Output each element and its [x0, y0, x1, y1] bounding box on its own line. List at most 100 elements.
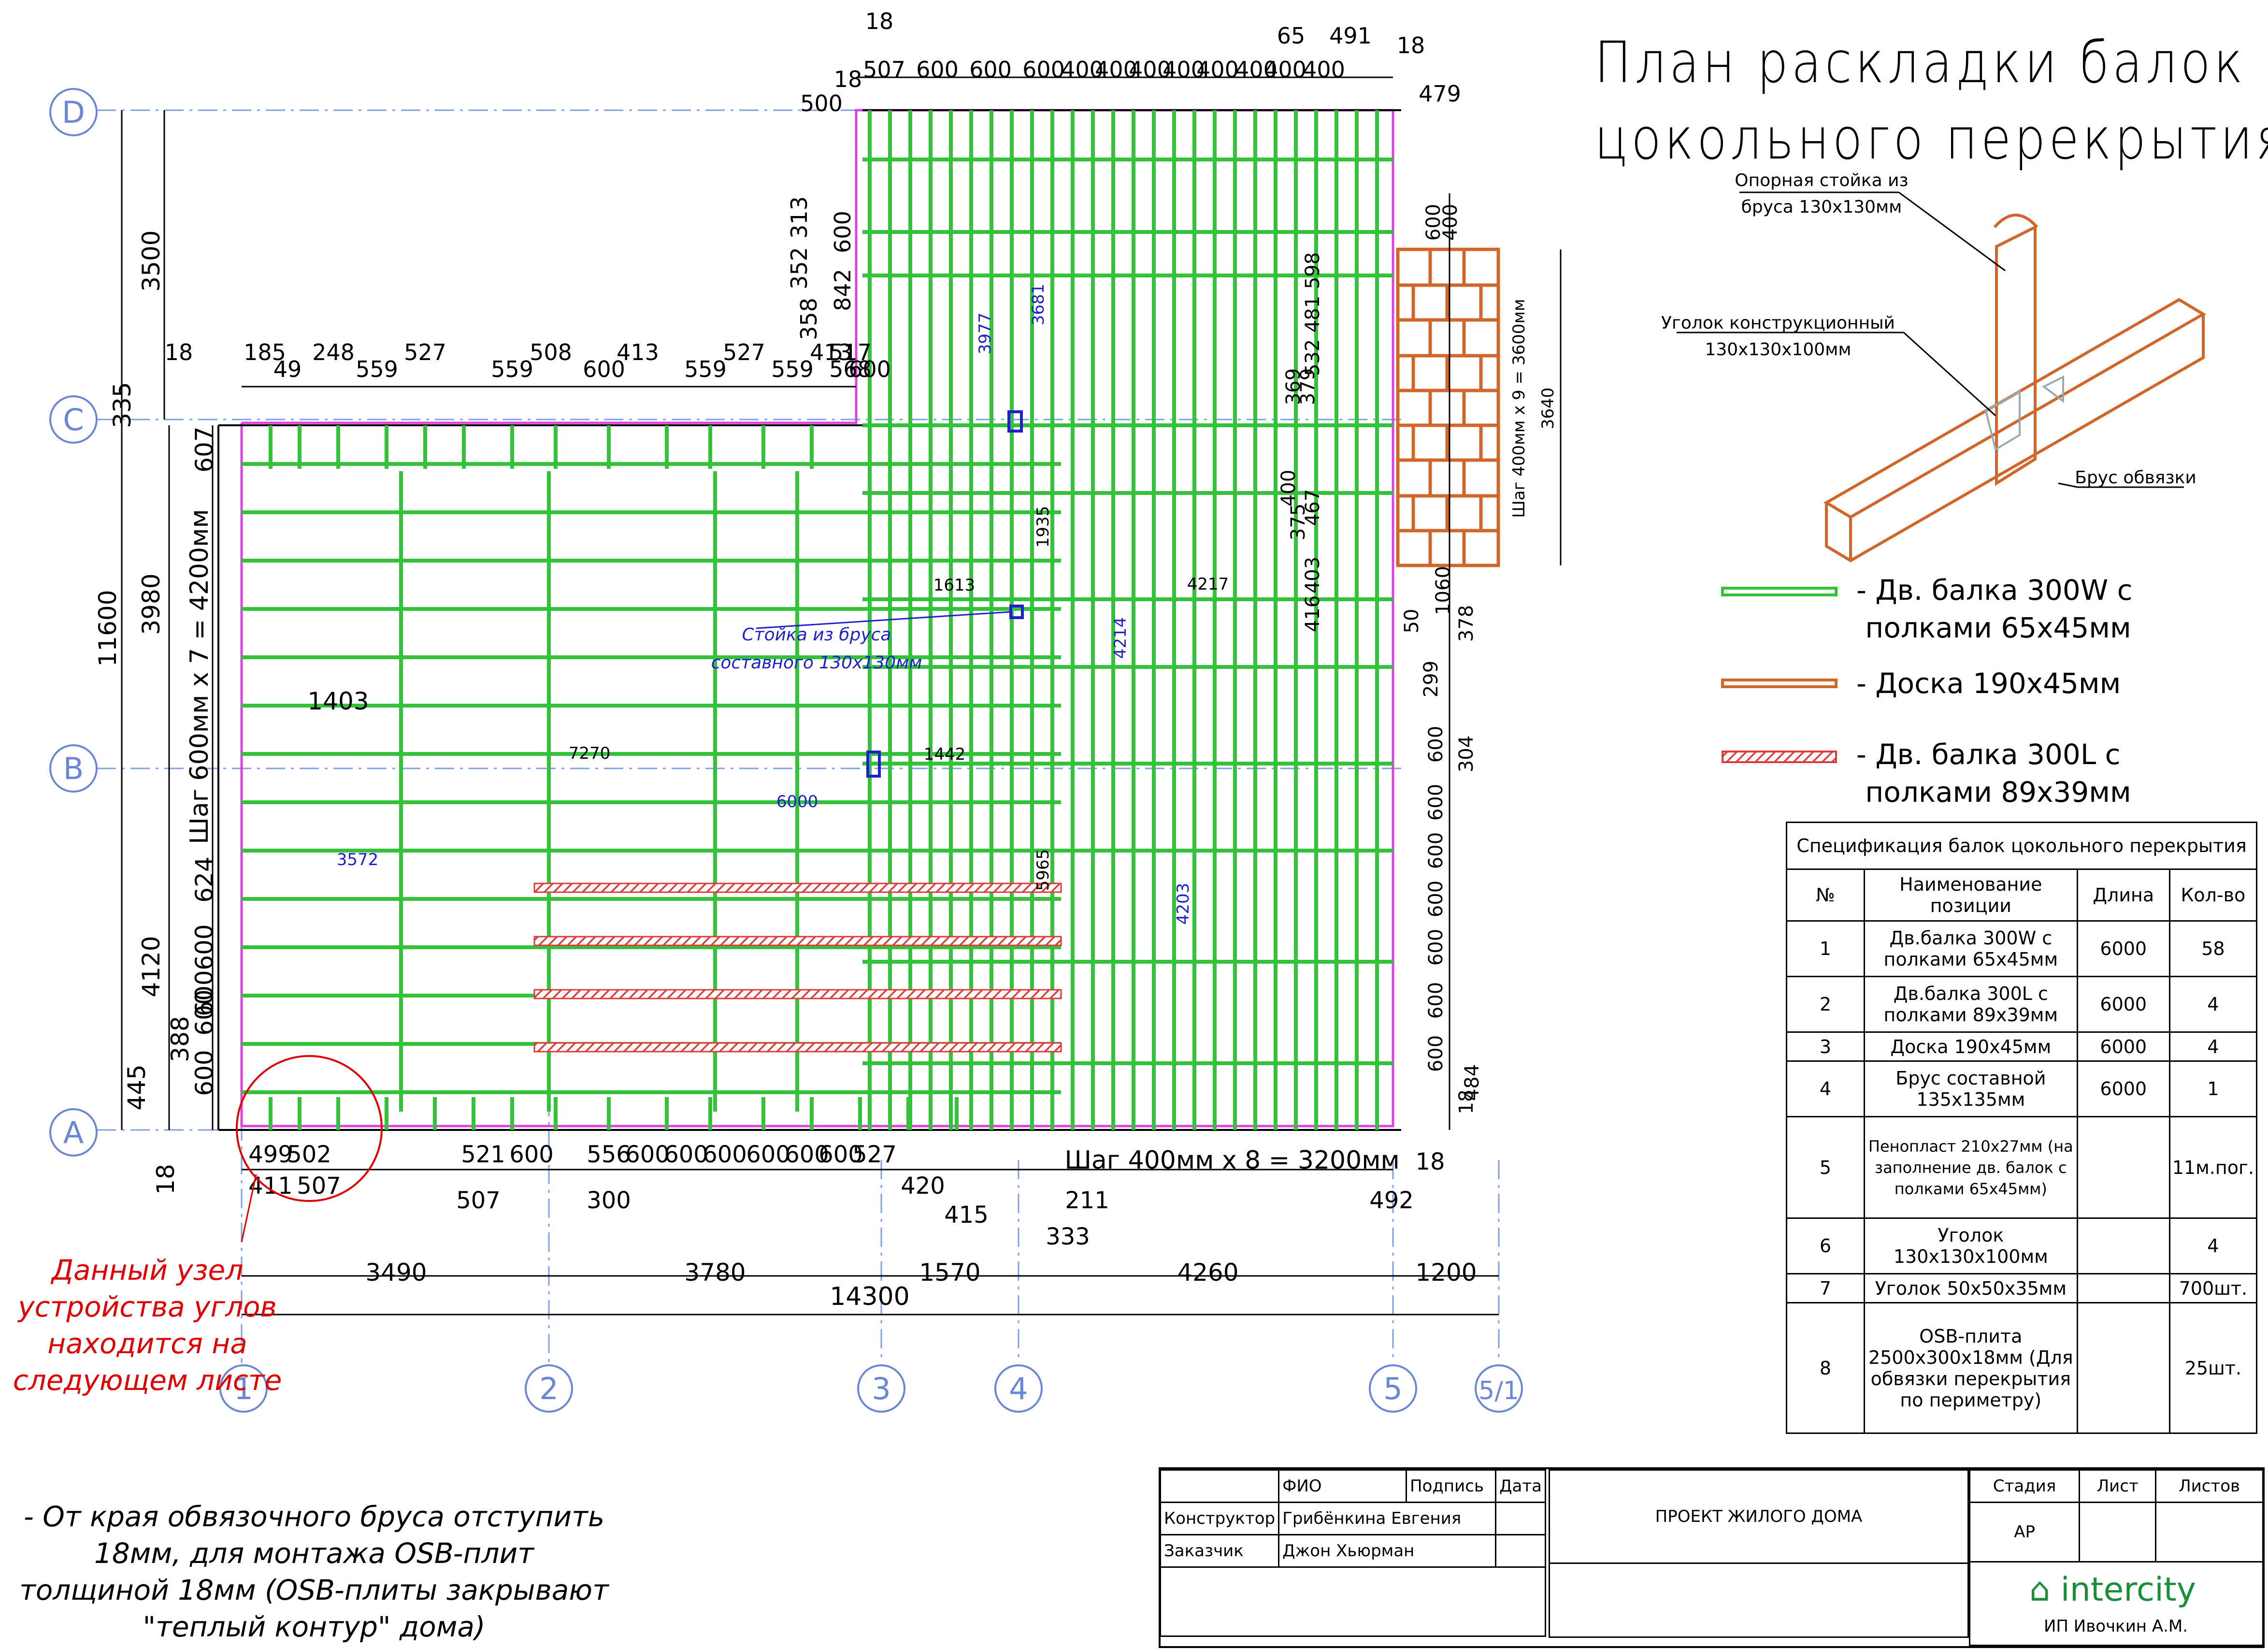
axis-bubbles	[49, 88, 1523, 1413]
legend-board-label: - Доска 190х45мм	[1856, 667, 2121, 700]
dim-top-upper-label: 600	[1022, 57, 1065, 83]
spec-header-name: Наименование позиции	[1863, 868, 2078, 922]
legend-heavy: - Дв. балка 300L с полками 89х39мм	[1856, 736, 2131, 811]
dim-top-label: 49	[273, 356, 302, 382]
stamp-project-name: ПРОЕКТ ЖИЛОГО ДОМА	[1549, 1469, 1969, 1564]
axis-label-a: A	[63, 1115, 84, 1150]
spec-cell: Дв.балка 300L с полками 89х39мм	[1863, 976, 2078, 1033]
dim-right-label: 600	[1425, 832, 1447, 869]
node-corner-line2: 130х130х100мм	[1705, 340, 1851, 360]
dim-bottom-label: 211	[1065, 1187, 1109, 1214]
dim-axis-label: 4260	[1177, 1258, 1238, 1287]
dim-left-label: 3980	[137, 573, 165, 635]
osb-note: - От края обвязочного бруса отступить 18…	[19, 1500, 609, 1643]
dim-top-label: 18	[165, 339, 193, 365]
dim-upper-left-label: 313	[786, 196, 812, 239]
dim-bottom-label: 502	[287, 1141, 331, 1168]
dim-right-label: 467	[1302, 489, 1324, 526]
dim-right-label: 600	[1425, 1035, 1447, 1072]
dim-inner-label: 6000	[776, 792, 818, 811]
node-corner-line1: Уголок конструкционный	[1661, 313, 1895, 333]
dim-left-label: 4120	[137, 936, 165, 997]
dim-bottom-label: 507	[297, 1172, 341, 1200]
dim-bottom-label: 18	[1415, 1148, 1445, 1175]
dim-top-label: 248	[312, 339, 355, 365]
stamp-project: ПРОЕКТ ЖИЛОГО ДОМА	[1549, 1469, 1969, 1638]
dim-left-label: 607	[190, 426, 218, 472]
spec-cell: 6000	[2076, 920, 2170, 977]
dim-inner-label: 3572	[337, 850, 379, 869]
dim-right-label: 369	[1282, 368, 1305, 405]
dim-top-label: 568	[829, 356, 872, 382]
spec-cell: OSB-плита 2500х300х18мм (Для обвязки пер…	[1863, 1302, 2078, 1434]
legend-swatch-board	[1721, 679, 1837, 688]
axis-label-1: 1	[234, 1371, 253, 1406]
dim-top-label: 508	[530, 339, 572, 365]
dim-bottom-label: 527	[852, 1141, 897, 1168]
axis-bubble-3	[857, 1364, 905, 1413]
legend-heavy-line1: - Дв. балка 300L с	[1856, 738, 2121, 771]
beams-300l	[533, 882, 1062, 1053]
brick-height-label: 3640	[1538, 388, 1558, 430]
dim-inner-label: 1442	[924, 745, 966, 764]
dim-top-upper-label: 507	[863, 57, 905, 83]
dim-top-upper-label: 500	[800, 90, 843, 116]
dim-top-label: 185	[244, 339, 286, 365]
axis-label-51: 5/1	[1479, 1376, 1519, 1405]
dim-right-label: 375	[1287, 504, 1309, 540]
spec-cell	[2076, 1116, 2170, 1219]
axis-bubble-1	[219, 1364, 268, 1413]
dim-left-small-label: 600	[190, 924, 218, 970]
spec-cell: 1	[2168, 1060, 2258, 1117]
dim-right-label: 484	[1461, 1064, 1483, 1101]
dim-bottom-label: 600	[818, 1141, 863, 1168]
dim-top-upper-label: 400	[1196, 57, 1239, 83]
spec-cell: 25шт.	[2168, 1302, 2258, 1434]
spec-cell: 6000	[2076, 976, 2170, 1033]
dim-bottom-label: 600	[703, 1141, 747, 1168]
post-label-line2: составного 130х130мм	[711, 653, 922, 673]
dim-top-upper-label: 600	[916, 57, 959, 83]
stamp-sheet	[2079, 1502, 2157, 1562]
dim-left-label: 388	[166, 1016, 194, 1062]
stamp-name1: Грибёнкина Евгения	[1278, 1502, 1496, 1535]
dim-top-upper-label: 18	[834, 66, 862, 92]
brick-pitch-label: Шаг 400мм х 9 = 3600мм	[1509, 299, 1529, 518]
legend-swatches	[1721, 587, 1837, 763]
dim-inner-label: 3681	[1029, 284, 1048, 326]
beam-300l	[533, 989, 1062, 999]
dim-inner-label: 1403	[307, 687, 369, 715]
dim-top-upper-label: 400	[1095, 57, 1137, 83]
spec-cell: 1	[1786, 920, 1865, 977]
spec-cell: Доска 190х45мм	[1863, 1031, 2078, 1062]
dim-upper-left-label: 600	[830, 211, 856, 253]
dim-left-label: 11600	[94, 590, 122, 666]
bottom-pitch-label: Шаг 400мм х 8 = 3200мм	[1064, 1146, 1399, 1175]
dim-right-label: 378	[1455, 605, 1478, 642]
dim-top-label: 559	[356, 356, 398, 382]
axis-label-3: 3	[872, 1371, 890, 1406]
dim-top-upper-label: 400	[1264, 57, 1306, 83]
stamp-role2: Заказчик	[1159, 1534, 1280, 1568]
brand-logo: ⌂ intercity	[2029, 1571, 2196, 1609]
title-line2: цокольного перекрытия	[1594, 105, 2268, 172]
dim-top-upper-label: 400	[1129, 57, 1171, 83]
spec-header-num: №	[1786, 868, 1865, 922]
brand-name: intercity	[2060, 1571, 2196, 1609]
dim-right-label: 1060	[1432, 566, 1454, 615]
dim-right-label: 598	[1302, 252, 1324, 289]
axis-bubble-5	[1369, 1364, 1417, 1413]
axis-label-4: 4	[1009, 1371, 1028, 1406]
spec-cell	[2076, 1217, 2170, 1274]
dim-top-label: 559	[491, 356, 533, 382]
title-block-frame	[1159, 1467, 2265, 1648]
spec-cell: 7	[1786, 1273, 1865, 1303]
dim-top-label: 559	[771, 356, 814, 382]
axis-label-b: B	[63, 751, 84, 786]
post-annotation: Стойка из бруса составного 130х130мм	[711, 611, 1011, 673]
dim-bottom-label: 415	[944, 1201, 989, 1229]
dim-top-upper-label: 18	[1397, 32, 1425, 58]
stamp-sheets-h: Листов	[2155, 1469, 2264, 1503]
